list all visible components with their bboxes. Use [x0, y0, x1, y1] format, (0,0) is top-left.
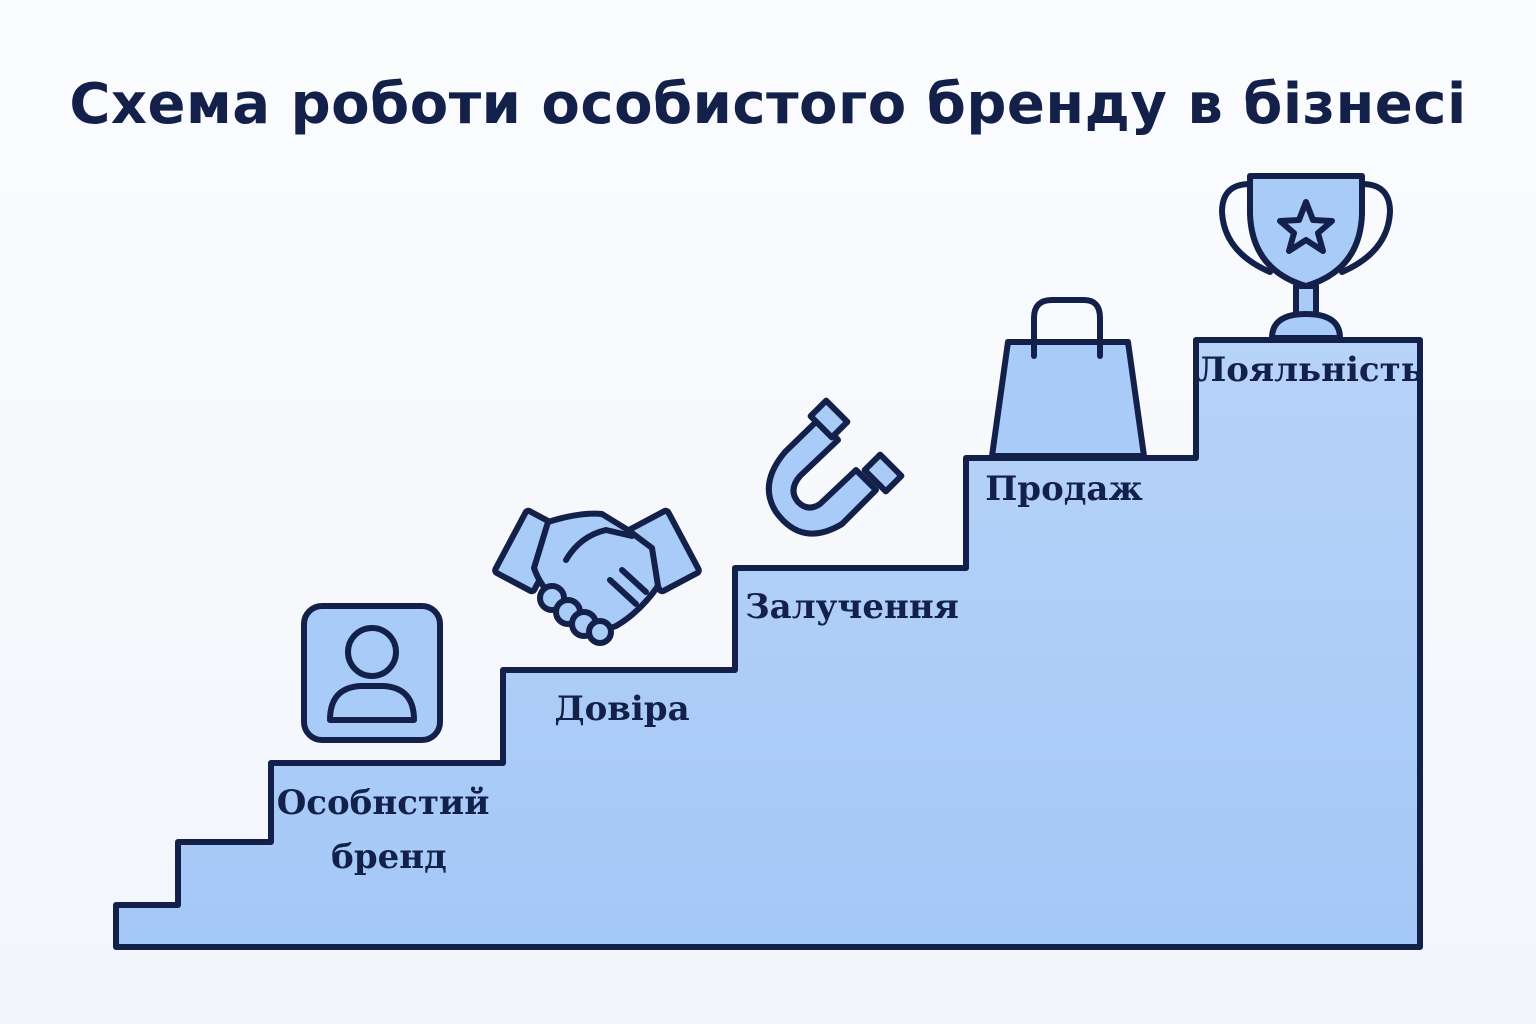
step-label-1-line-2: бренд — [331, 837, 447, 877]
step-label-5: Лояльність — [1196, 350, 1424, 390]
handshake-icon — [492, 507, 702, 646]
trophy-icon — [1219, 173, 1393, 341]
step-label-1: Особнстий бренд — [277, 783, 502, 877]
step-label-1-line-1: Особнстий — [277, 783, 490, 823]
magnet-icon — [765, 397, 905, 537]
shopping-bag-icon — [989, 297, 1147, 459]
person-icon — [301, 603, 443, 743]
step-label-3: Залучення — [745, 587, 959, 627]
page-title: Схема роботи особистого бренду в бізнесі — [69, 72, 1467, 137]
step-label-2: Довіра — [554, 689, 689, 729]
step-label-4: Продаж — [985, 469, 1143, 509]
